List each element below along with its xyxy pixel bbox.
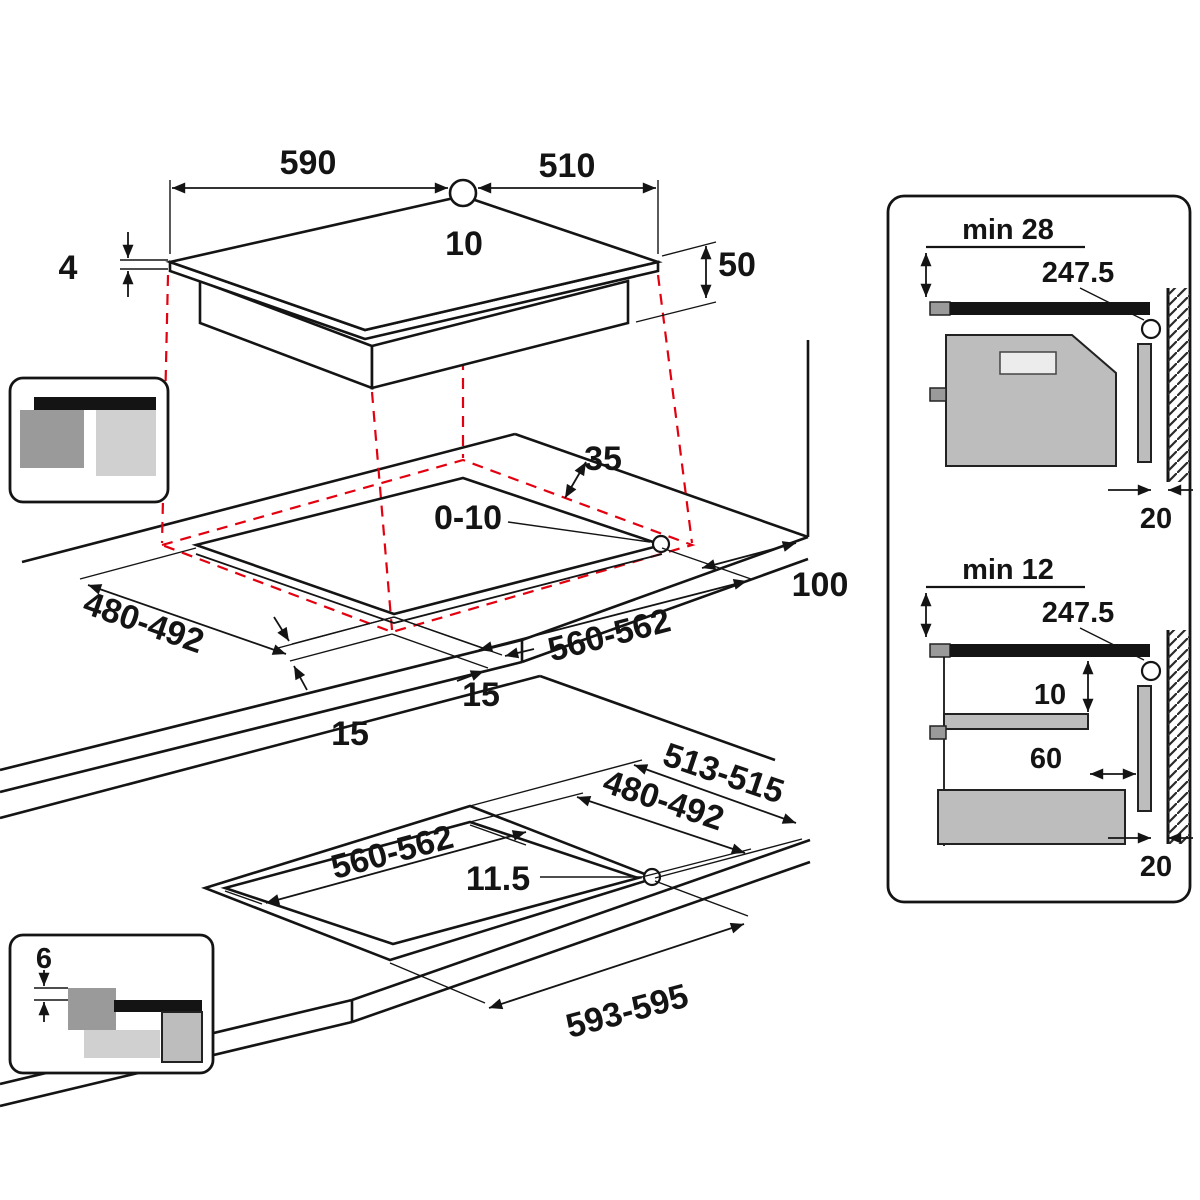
dim-vent: 60 — [1030, 743, 1062, 775]
cabinet-block-light-icon — [96, 410, 156, 476]
wall-hatch — [1168, 630, 1190, 844]
dim-overlap-front: 15 — [331, 715, 369, 753]
dim-shelf-gap: 10 — [1034, 679, 1066, 711]
hob-dimensions: 590 510 10 4 50 — [59, 144, 756, 323]
worktop-section-bar — [950, 302, 1150, 315]
drawer-body — [937, 789, 1126, 845]
dim-corner-radius: 11.5 — [466, 860, 530, 898]
dim-rebate: 6 — [36, 943, 52, 975]
dim-glass-thickness: 4 — [59, 249, 78, 287]
cutout-corner-hole — [651, 534, 671, 554]
worktop-bar-icon — [34, 397, 156, 410]
intermediate-shelf — [943, 713, 1089, 730]
flush-dimensions: 11.5 560-562 480-492 513-515 593-595 — [224, 736, 803, 1046]
flush-mount-icon-box: 6 — [8, 933, 215, 1075]
dim-hole-center-bottom: 247.5 — [1042, 597, 1115, 629]
wall-hatch — [1168, 288, 1190, 482]
dim-edge-play: 0-10 — [434, 499, 502, 537]
dim-hole-offset: 10 — [445, 225, 483, 263]
fixing-hole — [1140, 660, 1162, 682]
dim-cutout-width: 560-562 — [544, 601, 674, 669]
hob-view: 590 510 10 4 50 — [59, 144, 756, 390]
worktop-edge-trim — [929, 643, 951, 658]
dim-hob-depth: 510 — [539, 147, 596, 185]
oven-body — [945, 334, 1117, 467]
hob-glass-top — [165, 194, 663, 332]
section-panel: min 28 247.5 20 min 12 247.5 — [886, 194, 1193, 904]
rear-spacer — [1137, 343, 1152, 463]
dim-min-clearance-top: min 28 — [962, 214, 1054, 246]
flush-frame-icon — [68, 988, 116, 1030]
worktop-bar-icon — [114, 1000, 202, 1012]
dim-wall-gap-top: 20 — [1140, 503, 1172, 535]
side-panel-icon — [161, 1011, 203, 1063]
surface-mount-icon-box — [8, 376, 170, 504]
dim-back-clearance: 35 — [584, 440, 622, 478]
section-drawer-below: min 12 247.5 10 60 20 — [920, 554, 1193, 883]
hob-body-right-face — [370, 279, 630, 390]
dim-flush-outer-width: 593-595 — [562, 977, 692, 1046]
fixing-hole — [1140, 318, 1162, 340]
dim-cutout-depth: 480-492 — [78, 584, 208, 661]
dim-hob-width: 590 — [280, 144, 337, 182]
dim-right-clearance: 100 — [792, 566, 849, 604]
rear-spacer — [1137, 685, 1152, 812]
front-trim — [929, 387, 947, 402]
hob-reference-hole — [448, 178, 478, 208]
dim-flush-inner-width: 560-562 — [327, 818, 457, 887]
worktop-section-bar — [950, 644, 1150, 657]
cabinet-block-icon — [84, 1030, 160, 1058]
dim-min-clearance-bottom: min 12 — [962, 554, 1054, 586]
dim-wall-gap-bottom: 20 — [1140, 851, 1172, 883]
oven-vent — [999, 351, 1057, 375]
front-trim — [929, 725, 947, 740]
section-oven-below: min 28 247.5 20 — [920, 214, 1193, 535]
dim-body-height: 50 — [718, 246, 756, 284]
dim-hole-center-top: 247.5 — [1042, 257, 1115, 289]
cabinet-block-icon — [20, 410, 84, 468]
worktop-edge-trim — [929, 301, 951, 316]
